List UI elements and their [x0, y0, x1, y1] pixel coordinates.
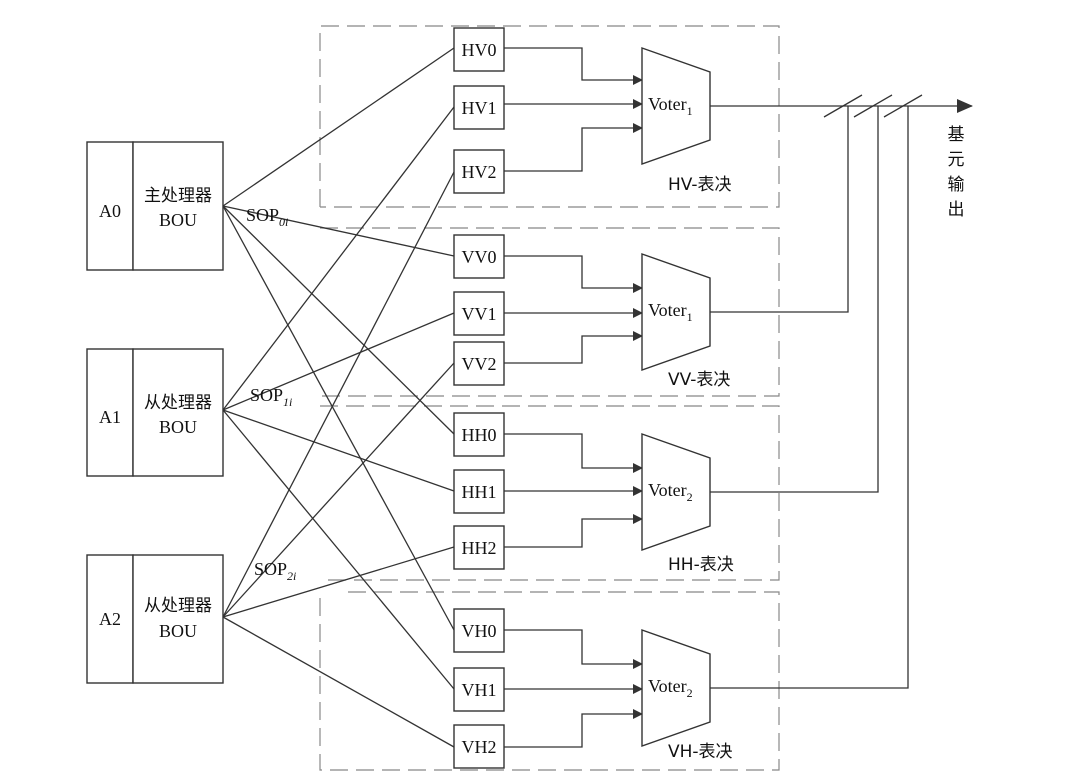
processor-a1-name-cell [132, 348, 224, 477]
hv-group: HV0 HV1 HV2 Voter1 HV-表决 [453, 27, 732, 195]
bus-slash-3 [883, 94, 923, 118]
vh0-wire [504, 629, 643, 669]
processor-a2-sub: BOU [159, 621, 197, 641]
vv-group-title: VV-表决 [668, 370, 730, 390]
hh2-wire [504, 514, 643, 548]
output-label-char-1: 基 [948, 125, 965, 145]
output-label-char-4: 出 [948, 200, 965, 220]
hh-output-wire [710, 106, 879, 493]
a1-to-vv1-line [222, 312, 455, 411]
a1-to-hv1-line [222, 106, 455, 411]
a1-to-vh1-line [222, 409, 455, 690]
vv1-label: VV1 [462, 304, 497, 324]
vh-group-title: VH-表决 [668, 742, 733, 762]
vv-output-wire [710, 106, 849, 313]
processor-a2-name-cell [132, 554, 224, 684]
hv-group-title: HV-表决 [668, 175, 732, 195]
hh0-wire [504, 433, 643, 473]
vh-output-wire [710, 106, 909, 689]
vv1-box [453, 291, 505, 336]
vv-voter-label: Voter1 [648, 300, 693, 324]
hv1-label: HV1 [462, 98, 497, 118]
vv-voter-shape [641, 253, 711, 371]
vh2-box [453, 724, 505, 769]
hv-group-frame [319, 25, 780, 208]
unit-output-label: 基 元 输 出 [948, 125, 965, 220]
hh0-box [453, 412, 505, 457]
hv0-label: HV0 [462, 40, 497, 60]
sop-0-label: SOP0i [246, 205, 288, 229]
a0-to-hv0-line [222, 47, 455, 207]
sop-1-label: SOP1i [250, 385, 292, 409]
hv-voter-shape [641, 47, 711, 165]
bus-slash-1 [823, 94, 863, 118]
hv0-box [453, 27, 505, 72]
processor-a1-name: 从处理器 [144, 393, 212, 413]
vv-group: VV0 VV1 VV2 Voter1 VV-表决 [453, 234, 730, 390]
connection-lines [222, 47, 455, 748]
processor-a1-sub: BOU [159, 417, 197, 437]
vh-group: VH0 VH1 VH2 Voter2 VH-表决 [453, 608, 733, 769]
hv2-label: HV2 [462, 162, 497, 182]
sop-labels: SOP0i SOP1i SOP2i [246, 205, 296, 583]
hh-voter-shape [641, 433, 711, 551]
bus-slash-2 [853, 94, 893, 118]
processor-a0-name: 主处理器 [144, 186, 212, 206]
hv2-box [453, 149, 505, 194]
output-label-char-3: 输 [948, 175, 965, 195]
vh1-label: VH1 [462, 680, 497, 700]
processor-a0-id: A0 [99, 201, 121, 221]
processor-a2-id-cell [86, 554, 134, 684]
processor-a0-name-cell [132, 141, 224, 271]
hh-group: HH0 HH1 HH2 Voter2 HH-表决 [453, 412, 734, 575]
hh-voter-label: Voter2 [648, 480, 693, 504]
hh1-box [453, 469, 505, 514]
a1-to-hh1-line [222, 409, 455, 492]
a2-to-hh2-line [222, 546, 455, 618]
output-bus [710, 94, 973, 689]
processor-a2: A2 从处理器 BOU [86, 554, 224, 684]
vh0-box [453, 608, 505, 653]
vh-group-frame [319, 591, 780, 771]
processor-a2-id: A2 [99, 609, 121, 629]
a0-to-hh0-line [222, 205, 455, 435]
hv-voter-label: Voter1 [648, 94, 693, 118]
a2-to-vh2-line [222, 616, 455, 748]
hh-group-title: HH-表决 [668, 555, 734, 575]
hh2-label: HH2 [462, 538, 497, 558]
a0-to-vv0-line [222, 205, 455, 257]
vh1-box [453, 667, 505, 712]
vh0-label: VH0 [462, 621, 497, 641]
hh1-label: HH1 [462, 482, 497, 502]
hv1-box [453, 85, 505, 130]
vh2-label: VH2 [462, 737, 497, 757]
a2-to-vv2-line [222, 362, 455, 618]
hh-group-frame [320, 405, 780, 581]
hh0-label: HH0 [462, 425, 497, 445]
output-label-char-2: 元 [948, 150, 965, 170]
vv0-label: VV0 [462, 247, 497, 267]
vh2-wire [504, 709, 643, 748]
processor-a1-id-cell [86, 348, 134, 477]
processor-a2-name: 从处理器 [144, 596, 212, 616]
processor-a1-id: A1 [99, 407, 121, 427]
a2-to-hv2-line [222, 171, 455, 618]
vv2-wire [504, 331, 643, 364]
vv0-wire [504, 255, 643, 293]
group-frames [319, 25, 780, 771]
vh-voter-label: Voter2 [648, 676, 693, 700]
processor-a1: A1 从处理器 BOU [86, 348, 224, 477]
processor-a0-sub: BOU [159, 210, 197, 230]
vv2-label: VV2 [462, 354, 497, 374]
processor-a0: A0 主处理器 BOU [86, 141, 224, 271]
vh-voter-shape [641, 629, 711, 747]
sop-2-label: SOP2i [254, 559, 296, 583]
hv0-wire [504, 47, 643, 85]
hv2-wire [504, 123, 643, 172]
